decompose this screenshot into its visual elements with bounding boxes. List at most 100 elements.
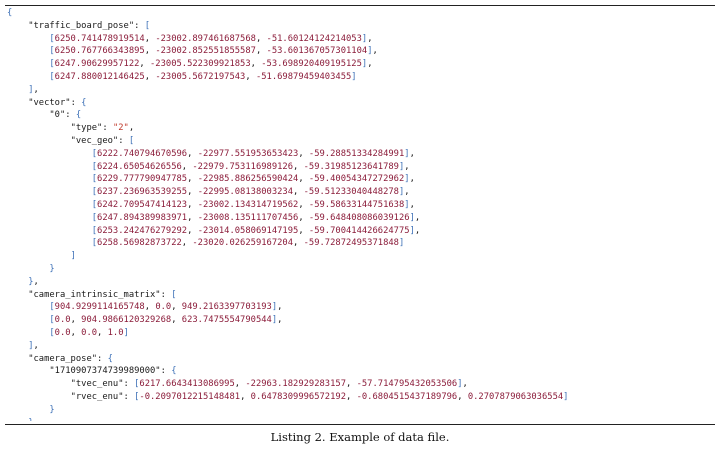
code-line: [6247.894389983971, -23008.135111707456,…: [7, 212, 713, 225]
code-line: ],: [7, 340, 713, 353]
code-line: [6250.741478919514, -23002.897461687568,…: [7, 33, 713, 46]
code-token: -22985.886256590424: [197, 174, 299, 185]
code-token: :: [65, 110, 76, 121]
code-token: ,: [293, 161, 304, 172]
code-token: -22963.182929283157: [245, 379, 346, 390]
code-token: }: [49, 263, 55, 274]
code-token: [: [91, 225, 98, 236]
code-token: [7, 354, 28, 364]
code-token: ]: [28, 340, 34, 351]
code-token: ,: [181, 161, 193, 172]
code-token: -53.601367057301104: [266, 46, 368, 57]
code-line: [6247.90629957122, -23005.522309921853, …: [7, 58, 713, 71]
code-token: [7, 162, 92, 172]
code-token: -51.69879459403455: [255, 71, 352, 82]
code-token: ,: [250, 59, 262, 70]
code-line: }: [7, 263, 713, 276]
code-token: 949.2163397703193: [181, 302, 272, 313]
code-token: "rvec_enu": [70, 391, 124, 402]
code-line: },: [7, 276, 713, 289]
code-token: ,: [97, 327, 108, 338]
code-token: ]: [398, 161, 405, 172]
code-token: "camera_intrinsic_matrix": [28, 289, 161, 300]
code-token: ,: [346, 391, 357, 402]
code-token: -59.58633144751638: [308, 199, 405, 210]
code-token: ,: [171, 302, 182, 313]
code-token: 6229.777790947785: [97, 174, 188, 185]
listing-caption: Listing 2. Example of data file.: [270, 430, 450, 444]
code-line: "vector": {: [7, 97, 713, 110]
code-token: [: [91, 212, 98, 223]
code-token: -51.60124124214053: [266, 33, 362, 44]
code-token: ,: [187, 199, 198, 210]
code-token: ,: [70, 327, 82, 338]
code-token: [: [134, 391, 140, 402]
code-token: -23014.058069147195: [197, 225, 299, 236]
code-token: [7, 110, 49, 120]
code-line: ],: [7, 84, 713, 97]
code-token: [: [49, 71, 55, 82]
code-token: ]: [409, 212, 415, 223]
code-token: 6242.709547414123: [97, 199, 188, 210]
code-token: ,: [187, 148, 198, 159]
code-token: ]: [28, 84, 34, 95]
code-token: [7, 59, 49, 69]
code-token: ,: [372, 46, 378, 57]
code-token: ,: [240, 391, 251, 402]
code-token: [7, 136, 71, 146]
code-token: -0.6804515437189796: [356, 391, 458, 402]
code-token: [: [91, 199, 98, 210]
code-token: ,: [128, 123, 135, 134]
code-token: :: [102, 123, 113, 134]
code-token: :: [70, 97, 82, 108]
code-token: ,: [414, 212, 421, 223]
code-token: ]: [404, 148, 410, 159]
code-token: "0": [49, 110, 66, 121]
code-token: "type": [70, 123, 103, 134]
code-token: -0.2097012215148481: [139, 391, 241, 402]
code-token: [7, 85, 28, 95]
code-token: -57.714795432053506: [356, 379, 458, 390]
code-token: [: [91, 148, 98, 159]
code-token: 6258.56982873722: [97, 238, 182, 249]
code-token: -22995.08138003234: [197, 187, 294, 198]
code-token: ,: [255, 33, 267, 44]
code-token: 6237.236963539255: [97, 187, 188, 198]
code-token: :: [97, 353, 108, 364]
code-line: "rvec_enu": [-0.2097012215148481, 0.6478…: [7, 391, 713, 404]
code-token: :: [160, 289, 172, 300]
code-token: [: [49, 46, 55, 57]
code-token: [7, 46, 49, 56]
code-token: ,: [409, 148, 415, 159]
code-token: }: [28, 418, 33, 422]
code-token: -23002.852551855587: [155, 46, 256, 57]
code-token: ,: [277, 302, 283, 313]
code-token: [7, 341, 28, 351]
code-token: ,: [298, 174, 309, 185]
code-token: [7, 174, 92, 184]
code-token: 6250.741478919514: [54, 33, 145, 44]
code-token: ,: [367, 59, 373, 70]
code-token: ,: [346, 379, 357, 390]
code-token: -23005.5672197543: [155, 71, 246, 82]
code-token: ,: [245, 71, 256, 82]
code-line: "camera_intrinsic_matrix": [: [7, 289, 713, 302]
code-token: -23002.134314719562: [197, 199, 299, 210]
code-token: [: [91, 187, 98, 198]
code-token: -23005.522309921853: [150, 59, 251, 70]
code-token: [7, 98, 28, 108]
code-token: ]: [271, 315, 278, 326]
code-token: ,: [33, 84, 39, 95]
code-token: ]: [409, 225, 415, 236]
code-token: {: [171, 366, 177, 377]
code-token: [7, 302, 49, 312]
code-token: [7, 277, 28, 287]
top-rule: [5, 5, 715, 6]
code-line: [6242.709547414123, -23002.134314719562,…: [7, 199, 713, 212]
code-token: [7, 290, 28, 300]
code-token: ,: [234, 379, 246, 390]
code-token: "1710907374739989000": [49, 366, 161, 377]
code-token: ,: [171, 315, 182, 326]
code-line: [6258.56982873722, -23020.026259167204, …: [7, 237, 713, 250]
code-token: ,: [139, 59, 151, 70]
